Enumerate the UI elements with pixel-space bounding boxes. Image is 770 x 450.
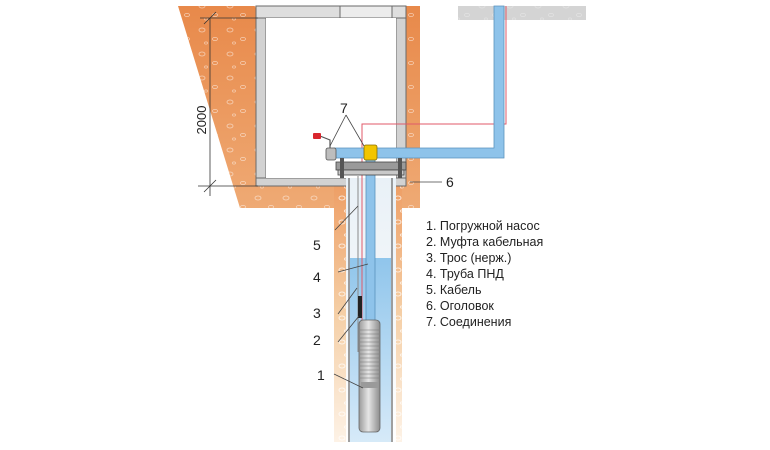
submersible-pump [358,319,381,433]
callout-4: 4 [313,269,321,285]
callout-6: 6 [446,174,454,190]
legend-item: 6. Оголовок [426,299,494,313]
dimension-line [198,11,258,196]
legend-item: 5. Кабель [426,283,482,297]
legend: 1. Погружной насос 2. Муфта кабельная 3.… [426,219,543,329]
leader-lines [329,114,442,389]
legend-item: 2. Муфта кабельная [426,235,543,249]
legend-item: 7. Соединения [426,315,511,329]
cable-coupling [358,296,362,318]
callout-1: 1 [317,367,325,383]
well-head [335,158,407,178]
callout-5: 5 [313,237,321,253]
dimension-value: 2000 [194,106,209,135]
callout-7: 7 [340,100,348,116]
valve-icon [313,133,337,161]
callout-2: 2 [313,332,321,348]
hdpe-pipe-vertical [365,159,376,323]
legend-item: 3. Трос (нерж.) [426,251,511,265]
pipe-fitting [363,144,378,161]
legend-item: 1. Погружной насос [426,219,540,233]
legend-item: 4. Труба ПНД [426,267,504,281]
callout-3: 3 [313,305,321,321]
